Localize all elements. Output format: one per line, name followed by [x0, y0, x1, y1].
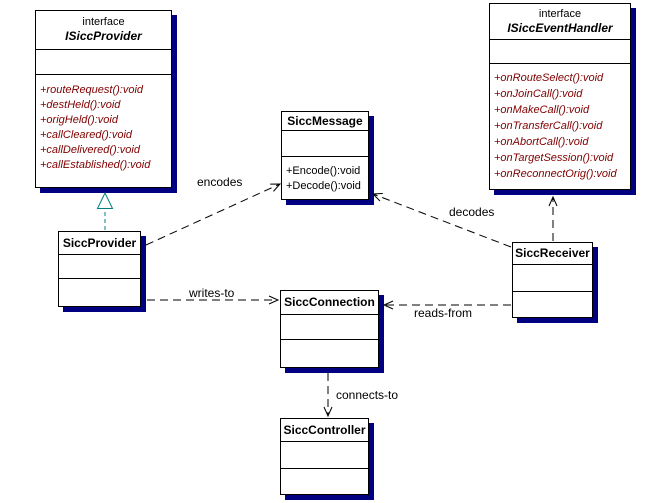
class-sicccontroller[interactable]: SiccController: [280, 418, 369, 495]
method-item: +onTargetSession():void: [494, 152, 614, 164]
attributes-compartment: [513, 264, 592, 291]
method-item: +onReconnectOrig():void: [494, 168, 617, 180]
method-item: +callEstablished():void: [40, 159, 151, 171]
class-header: SiccController: [281, 419, 368, 441]
method-item: +origHeld():void: [40, 114, 118, 126]
class-name: SiccMessage: [287, 113, 363, 128]
class-header: SiccProvider: [59, 232, 140, 254]
methods-compartment: +Encode():void +Decode():void: [282, 156, 368, 199]
attributes-compartment: [59, 254, 140, 278]
class-siccmessage[interactable]: SiccMessage +Encode():void +Decode():void: [281, 111, 369, 200]
methods-compartment: [513, 291, 592, 317]
attributes-compartment: [282, 130, 368, 156]
class-name: SiccProvider: [62, 235, 137, 250]
method-item: +destHeld():void: [40, 99, 121, 111]
hollow-triangle-arrowhead: [96, 191, 114, 209]
method-item: +callCleared():void: [40, 129, 133, 141]
stereotype-label: interface: [538, 7, 582, 20]
class-header: SiccMessage: [282, 112, 368, 130]
class-siccconnection[interactable]: SiccConnection: [280, 290, 379, 368]
class-header: interface ISiccEventHandler: [490, 4, 630, 39]
label-decodes: decodes: [449, 205, 495, 219]
class-siccprovider[interactable]: SiccProvider: [58, 231, 141, 307]
method-item: +onRouteSelect():void: [494, 72, 604, 84]
class-name: ISiccEventHandler: [507, 20, 613, 35]
attributes-compartment: [281, 441, 368, 468]
label-writes-to: writes-to: [189, 286, 235, 300]
methods-compartment: +onRouteSelect():void +onJoinCall():void +…: [490, 63, 630, 189]
method-item: +onMakeCall():void: [494, 104, 590, 116]
methods-compartment: [281, 339, 378, 367]
methods-compartment: [59, 278, 140, 306]
method-item: +callDelivered():void: [40, 144, 140, 156]
dependency-encodes[interactable]: [145, 183, 282, 246]
method-item: +routeRequest():void: [40, 84, 144, 96]
class-name: SiccConnection: [284, 295, 375, 310]
class-header: SiccReceiver: [513, 243, 592, 264]
method-item: +onJoinCall():void: [494, 88, 583, 100]
class-isiccprovider[interactable]: interface ISiccProvider +routeRequest():…: [35, 10, 172, 188]
stereotype-label: interface: [82, 16, 125, 29]
class-name: ISiccProvider: [65, 29, 142, 44]
attributes-compartment: [36, 49, 171, 74]
attributes-compartment: [281, 314, 378, 339]
label-connects-to: connects-to: [336, 388, 399, 402]
class-siccreceiver[interactable]: SiccReceiver: [512, 242, 593, 318]
class-header: SiccConnection: [281, 291, 378, 314]
method-item: +Decode():void: [286, 180, 361, 192]
label-encodes: encodes: [197, 175, 243, 189]
class-header: interface ISiccProvider: [36, 11, 171, 49]
methods-compartment: +routeRequest():void +destHeld():void +ori…: [36, 74, 171, 187]
attributes-compartment: [490, 39, 630, 63]
class-isicceventhandler[interactable]: interface ISiccEventHandler +onRouteSele…: [489, 3, 631, 190]
methods-compartment: [281, 468, 368, 494]
method-item: +Encode():void: [286, 165, 361, 177]
class-name: SiccReceiver: [515, 246, 590, 261]
dependency-decodes[interactable]: [371, 192, 512, 248]
method-item: +onAbortCall():void: [494, 136, 589, 148]
label-reads-from: reads-from: [414, 306, 473, 320]
class-name: SiccController: [283, 422, 366, 437]
realization-siccprovider-isiccprovider[interactable]: [96, 191, 114, 230]
method-item: +onTransferCall():void: [494, 120, 603, 132]
